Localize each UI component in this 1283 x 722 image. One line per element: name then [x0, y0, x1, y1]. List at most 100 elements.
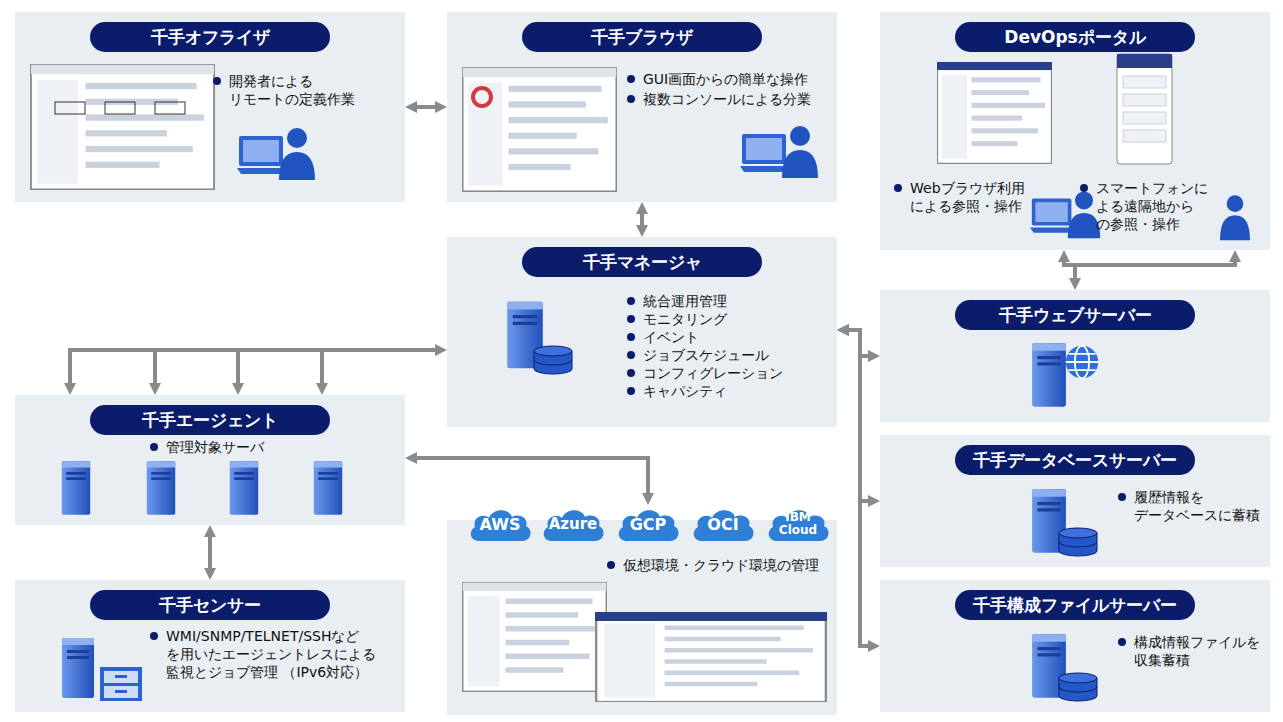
connector	[642, 214, 643, 225]
screenshot	[463, 68, 616, 191]
component-panel: 千手オフライザ開発者による リモートの定義作業	[15, 12, 405, 202]
bullet-text: WMI/SNMP/TELNET/SSHなど を用いたエージェントレスによる 監視…	[150, 627, 414, 681]
chart-ring	[473, 88, 491, 106]
title-pill: 千手構成ファイルサーバー	[955, 590, 1195, 620]
title-pill: DevOpsポータル	[955, 22, 1195, 52]
cloud-label: GCP	[622, 518, 674, 531]
screenshot	[596, 613, 826, 702]
component-panel: DevOpsポータル Webブラウザ利用 による参照・操作スマートフォンに よる遠…	[880, 12, 1270, 250]
connector-line	[70, 350, 435, 383]
server-icon	[230, 461, 258, 514]
screenshot	[31, 65, 214, 189]
component-panel: 仮想環境・クラウド環境の管理AWSAzureGCPOCIIBM Cloud	[447, 520, 837, 715]
connector	[417, 107, 435, 108]
flow-box	[55, 102, 85, 114]
phone-item	[1123, 112, 1166, 124]
server-icon	[62, 638, 94, 698]
bullet-text: GUI画面からの簡単な操作	[627, 70, 843, 88]
globe-icon	[1066, 346, 1098, 378]
cloud-label: AWS	[474, 518, 526, 531]
component-panel: 千手マネージャ統合運用管理モニタリングイベントジョブスケジュールコンフィグレーシ…	[447, 237, 837, 427]
connector-line	[640, 214, 644, 225]
phone-item	[1123, 76, 1166, 88]
bullet-text: 構成情報ファイルを 収集蓄積	[1118, 633, 1279, 669]
title-bar	[937, 62, 1052, 70]
phone-item	[1123, 130, 1166, 142]
screenshot	[463, 583, 607, 692]
connector	[210, 537, 211, 568]
screenshot	[938, 63, 1052, 164]
title-pill: 千手マネージャ	[522, 247, 762, 277]
person-icon	[1220, 195, 1250, 240]
connector-line	[417, 458, 648, 493]
connector-line	[236, 350, 240, 383]
user-icon	[1030, 191, 1100, 238]
cloud-label: IBM Cloud	[772, 511, 824, 537]
cabinet-icon	[100, 667, 142, 701]
bullet-text: 複数コンソールによる分業	[627, 90, 843, 108]
bullet-text: 履歴情報を データベースに蓄積	[1118, 488, 1279, 524]
bullet-text: 仮想環境・クラウド環境の管理	[607, 556, 845, 574]
bullet-text: コンフィグレーション	[627, 364, 843, 382]
component-panel: 千手構成ファイルサーバー構成情報ファイルを 収集蓄積	[880, 580, 1270, 712]
cloud-outline	[471, 510, 531, 541]
connector-line	[153, 350, 157, 383]
connector-line	[1064, 262, 1075, 278]
server-icon	[147, 461, 175, 514]
cloud-badge: Azure	[540, 505, 606, 543]
component-panel: 千手ブラウザGUI画面からの簡単な操作複数コンソールによる分業	[447, 12, 837, 202]
cloud-illustration	[447, 520, 837, 715]
cloud-badge: OCI	[690, 505, 756, 543]
bullet-text: キャパシティ	[627, 382, 843, 400]
cloud-label: OCI	[697, 518, 749, 531]
phone-bar	[1117, 54, 1172, 68]
title-pill: 千手エージェント	[90, 405, 330, 435]
cloud-badge: IBM Cloud	[765, 505, 831, 543]
cloud-outline	[694, 510, 754, 541]
cloud-outline	[619, 510, 679, 541]
cloud-badge: AWS	[467, 505, 533, 543]
database-icon	[1059, 673, 1097, 701]
connector	[1064, 262, 1235, 278]
bullet-text: 統合運用管理	[627, 292, 843, 310]
connector-line	[849, 330, 868, 646]
title-pill: 千手オフライザ	[90, 22, 330, 52]
server-icon	[314, 461, 342, 514]
connector	[849, 330, 868, 646]
server-icon	[62, 461, 90, 514]
connector-line	[417, 105, 435, 109]
bullet-text: スマートフォンに よる遠隔地から の参照・操作	[1080, 179, 1231, 233]
database-icon	[534, 346, 572, 374]
component-panel: 千手エージェント管理対象サーバ	[15, 395, 405, 525]
connector	[417, 458, 648, 493]
bullet-text: 開発者による リモートの定義作業	[213, 72, 409, 108]
title-pill: 千手センサー	[90, 590, 330, 620]
phone-screen	[1117, 54, 1172, 164]
user-icon	[237, 128, 315, 180]
component-panel: 千手データベースサーバー履歴情報を データベースに蓄積	[880, 435, 1270, 567]
bullet-text: イベント	[627, 328, 843, 346]
title-bar	[595, 612, 827, 621]
bullet-text: モニタリング	[627, 310, 843, 328]
server-icon	[1032, 343, 1066, 406]
phone-item	[1123, 94, 1166, 106]
flow-box	[105, 102, 135, 114]
title-pill: 千手データベースサーバー	[955, 445, 1195, 475]
user-icon	[740, 126, 818, 178]
database-icon	[1059, 528, 1097, 556]
cloud-outline	[544, 510, 604, 541]
flow-box	[155, 102, 185, 114]
cloud-outline	[769, 510, 829, 541]
bullet-text: Webブラウザ利用 による参照・操作	[894, 179, 1060, 215]
title-pill: 千手ブラウザ	[522, 22, 762, 52]
component-panel: 千手ウェブサーバー	[880, 290, 1270, 422]
connector-line	[320, 350, 324, 383]
title-pill: 千手ウェブサーバー	[955, 300, 1195, 330]
component-panel: 千手センサーWMI/SNMP/TELNET/SSHなど を用いたエージェントレス…	[15, 580, 405, 712]
connector-line	[1075, 262, 1235, 265]
cloud-label: Azure	[547, 518, 599, 531]
bullet-text: ジョブスケジュール	[627, 346, 843, 364]
cloud-badge: GCP	[615, 505, 681, 543]
connector-line	[208, 537, 212, 568]
bullet-text: 管理対象サーバ	[150, 438, 366, 456]
